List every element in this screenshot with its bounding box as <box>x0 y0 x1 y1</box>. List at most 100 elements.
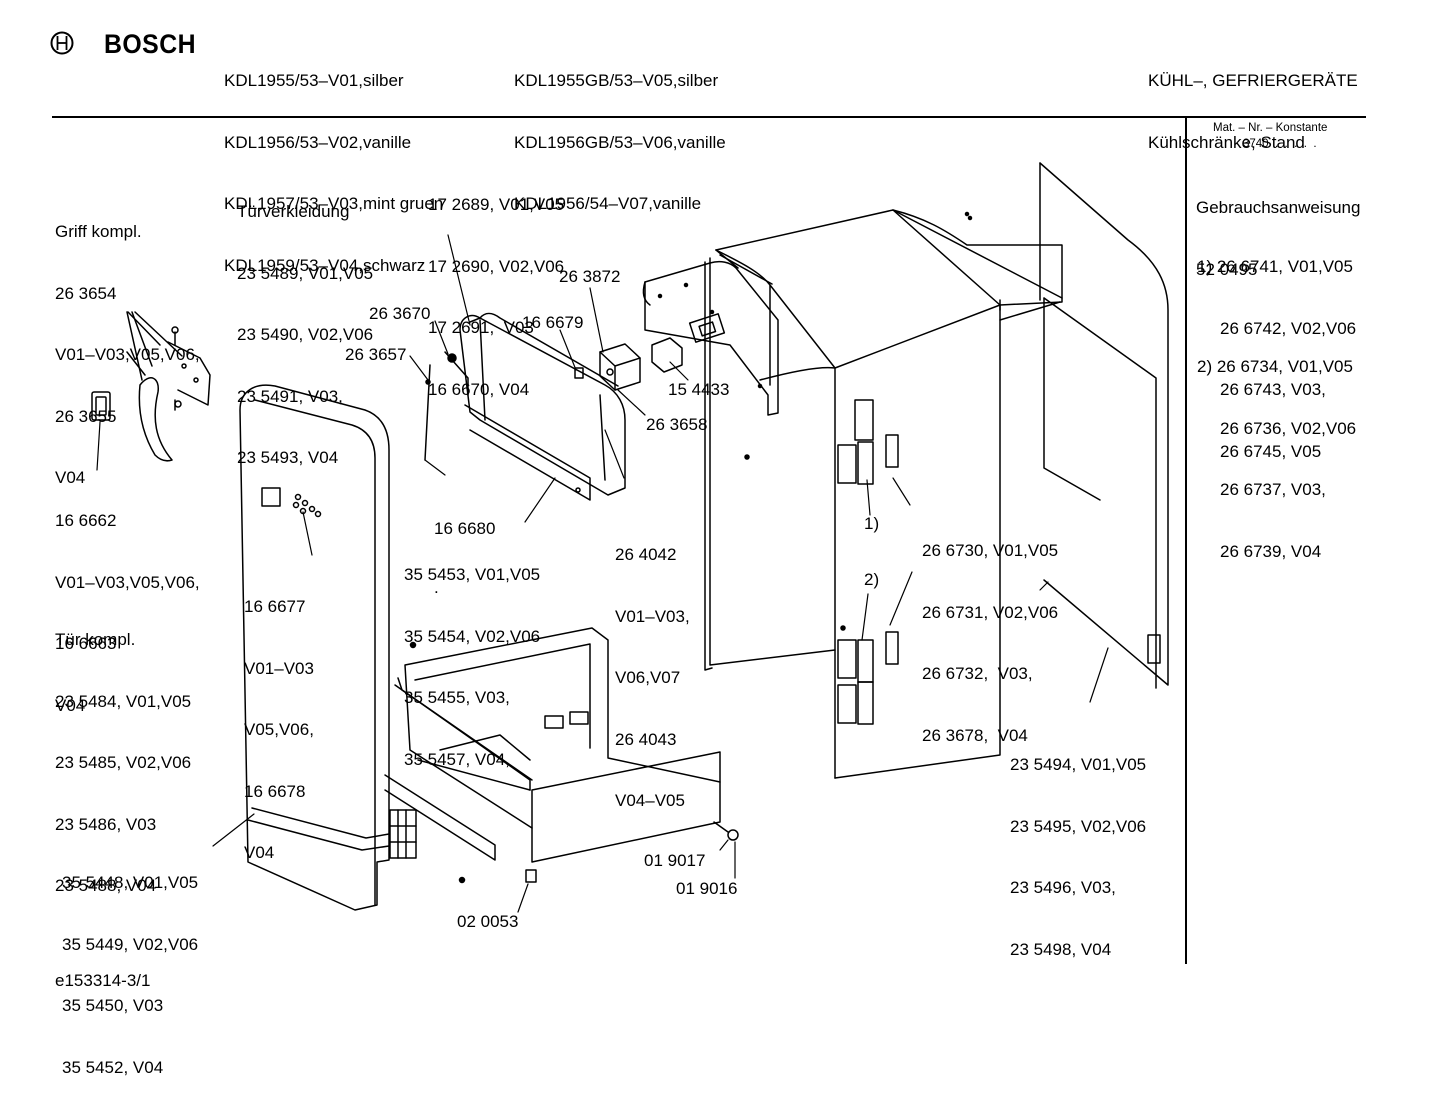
label-line: 23 5486, V03 <box>55 814 157 834</box>
label-line: 23 5498, V04 <box>1010 939 1112 959</box>
group-line: 26 6742, V02,V06 <box>1220 318 1357 338</box>
label-355453: 35 5453, V01,V05 35 5454, V02,V06 35 545… <box>404 524 540 791</box>
label-line: 26 6731, V02,V06 <box>922 602 1059 622</box>
label-tuerverkleidung: Türverkleidung 23 5489, V01,V05 23 5490,… <box>237 161 373 489</box>
label-154433: 15 4433 <box>668 380 730 399</box>
sidebar-group-1: 1) 26 6741, V01,V05 26 6742, V02,V06 26 … <box>1197 216 1356 483</box>
label-019016: 01 9016 <box>676 879 738 898</box>
model-list-2: KDL1955GB/53–V05,silber KDL1956GB/53–V06… <box>514 30 726 235</box>
sidebar-group-2: 2) 26 6734, V01,V05 26 6736, V02,V06 26 … <box>1197 316 1356 583</box>
manual-number: 52 0495 <box>1196 259 1258 279</box>
label-263872: 26 3872 <box>559 267 621 286</box>
label-line: V01–V03,V05,V06, <box>55 345 200 364</box>
label-line: Tür kompl. <box>55 630 136 649</box>
label-264042: 26 4042 V01–V03, V06,V07 26 4043 V04–V05 <box>615 504 690 832</box>
feet-screws <box>525 821 739 883</box>
label-263670: 26 3670 <box>369 304 431 323</box>
model-line: KDL1957/53–V03,mint gruen <box>224 194 444 213</box>
group-line: 26 6737, V03, <box>1220 480 1326 499</box>
label-line: 26 4043 <box>615 729 677 749</box>
label-line: 16 6662 <box>55 511 117 530</box>
category-line: Kühlschränke, Stand <box>1148 132 1305 152</box>
label-line: 23 5490, V02,V06 <box>237 325 374 344</box>
header-divider <box>52 116 1366 118</box>
group-line: 26 6739, V04 <box>1220 541 1322 561</box>
manual-label: Gebrauchsanweisung <box>1196 198 1361 217</box>
label-line: 23 5485, V02,V06 <box>55 753 192 772</box>
category-title: KÜHL–, GEFRIERGERÄTE Kühlschränke, Stand <box>1148 30 1358 174</box>
label-tuer: Tür kompl. 23 5484, V01,V05 23 5485, V02… <box>55 589 191 917</box>
label-172689: 17 2689, V01,V05 17 2690, V02,V06 17 269… <box>428 154 564 421</box>
model-list-1: KDL1955/53–V01,silber KDL1956/53–V02,van… <box>224 30 443 297</box>
label-019017: 01 9017 <box>644 851 706 870</box>
label-line: 26 3654 <box>55 283 117 303</box>
label-line: V04 <box>244 843 275 862</box>
label-line: 16 6663 <box>55 634 117 653</box>
drawer <box>384 627 721 884</box>
label-line: 17 2690, V02,V06 <box>428 256 565 276</box>
label-line: 23 5484, V01,V05 <box>55 691 192 711</box>
label-263658: 26 3658 <box>646 415 708 434</box>
handle-assembly <box>91 311 211 462</box>
mat-nr-value: 3740 . . . . . <box>1243 138 1317 150</box>
label-line: 35 5450, V03 <box>62 996 164 1015</box>
hinges <box>837 399 899 725</box>
label-line: Türverkleidung <box>237 202 350 221</box>
group-line: 26 6736, V02,V06 <box>1220 418 1357 438</box>
label-line: 16 6680 <box>434 519 496 538</box>
label-line: 26 3678, V04 <box>922 725 1028 745</box>
label-line: 16 6677 <box>244 597 306 616</box>
label-line: 35 5448, V01,V05 <box>62 873 199 892</box>
label-line: 16 6670, V04 <box>428 379 530 399</box>
sidebar-divider <box>1185 117 1187 964</box>
category-line: KÜHL–, GEFRIERGERÄTE <box>1148 71 1358 90</box>
label-line: 26 3655 <box>55 406 117 426</box>
label-line: . <box>434 577 439 597</box>
label-166679: 16 6679 <box>522 313 584 332</box>
drawing-id: e153314-3/1 <box>55 971 151 990</box>
label-line: V04 <box>55 695 86 715</box>
label-line: V01–V03 <box>244 658 314 678</box>
label-020053: 02 0053 <box>457 912 519 931</box>
label-166677: 16 6677 V01–V03 V05,V06, 16 6678 V04 <box>244 556 314 884</box>
label-166662: 16 6662 V01–V03,V05,V06, 16 6663 V04 <box>55 470 200 737</box>
label-line: V04–V05 <box>615 791 685 810</box>
label-355448: 35 5448, V01,V05 35 5449, V02,V06 35 545… <box>62 832 198 1099</box>
model-line: KDL1955/53–V01,silber <box>224 71 404 90</box>
mat-nr-label: Mat. – Nr. – Konstante <box>1213 122 1328 134</box>
label-line: 23 5495, V02,V06 <box>1010 816 1147 836</box>
label-hinge-group: 26 6730, V01,V05 26 6731, V02,V06 26 673… <box>922 500 1058 767</box>
label-line: 17 2691, V03 <box>428 318 534 337</box>
door-trim-parts <box>424 312 626 501</box>
cabinet-body <box>704 209 1063 779</box>
label-line: 35 5457, V04, <box>404 749 510 769</box>
label-line: 23 5493, V04 <box>237 448 339 467</box>
model-line: KDL1956GB/53–V06,vanille <box>514 132 726 152</box>
bosch-armature-icon <box>50 31 74 55</box>
label-line: 26 6730, V01,V05 <box>922 541 1059 560</box>
label-line: 26 6732, V03, <box>922 664 1033 683</box>
leader-lines <box>96 234 1109 913</box>
door <box>239 384 390 911</box>
label-235494: 23 5494, V01,V05 23 5495, V02,V06 23 549… <box>1010 714 1146 981</box>
label-line: 35 5452, V04 <box>62 1057 164 1077</box>
manual-info: Gebrauchsanweisung 52 0495 <box>1196 157 1360 301</box>
label-line: 23 5494, V01,V05 <box>1010 755 1147 774</box>
exploded-view-drawing <box>91 162 1169 913</box>
group-line: 26 6743, V03, <box>1220 380 1326 399</box>
model-line: KDL1959/53–V04,schwarz <box>224 255 426 275</box>
label-line: V01–V03, <box>615 606 690 626</box>
label-line: 35 5454, V02,V06 <box>404 626 541 646</box>
label-line: 26 4042 <box>615 545 677 564</box>
marker-2: 2) <box>864 570 880 589</box>
label-166680: 16 6680 . <box>434 478 495 615</box>
top-cap-panel <box>642 249 779 416</box>
switch-boxes <box>574 337 683 391</box>
group-line: 26 6745, V05 <box>1220 441 1322 461</box>
group-line: 1) 26 6741, V01,V05 <box>1197 257 1353 276</box>
label-line: V05,V06, <box>244 720 314 739</box>
label-line: 23 5491, V03, <box>237 386 343 406</box>
label-line: V06,V07 <box>615 668 681 687</box>
label-line: 23 5489, V01,V05 <box>237 263 374 283</box>
label-line: 23 5496, V03, <box>1010 878 1116 897</box>
